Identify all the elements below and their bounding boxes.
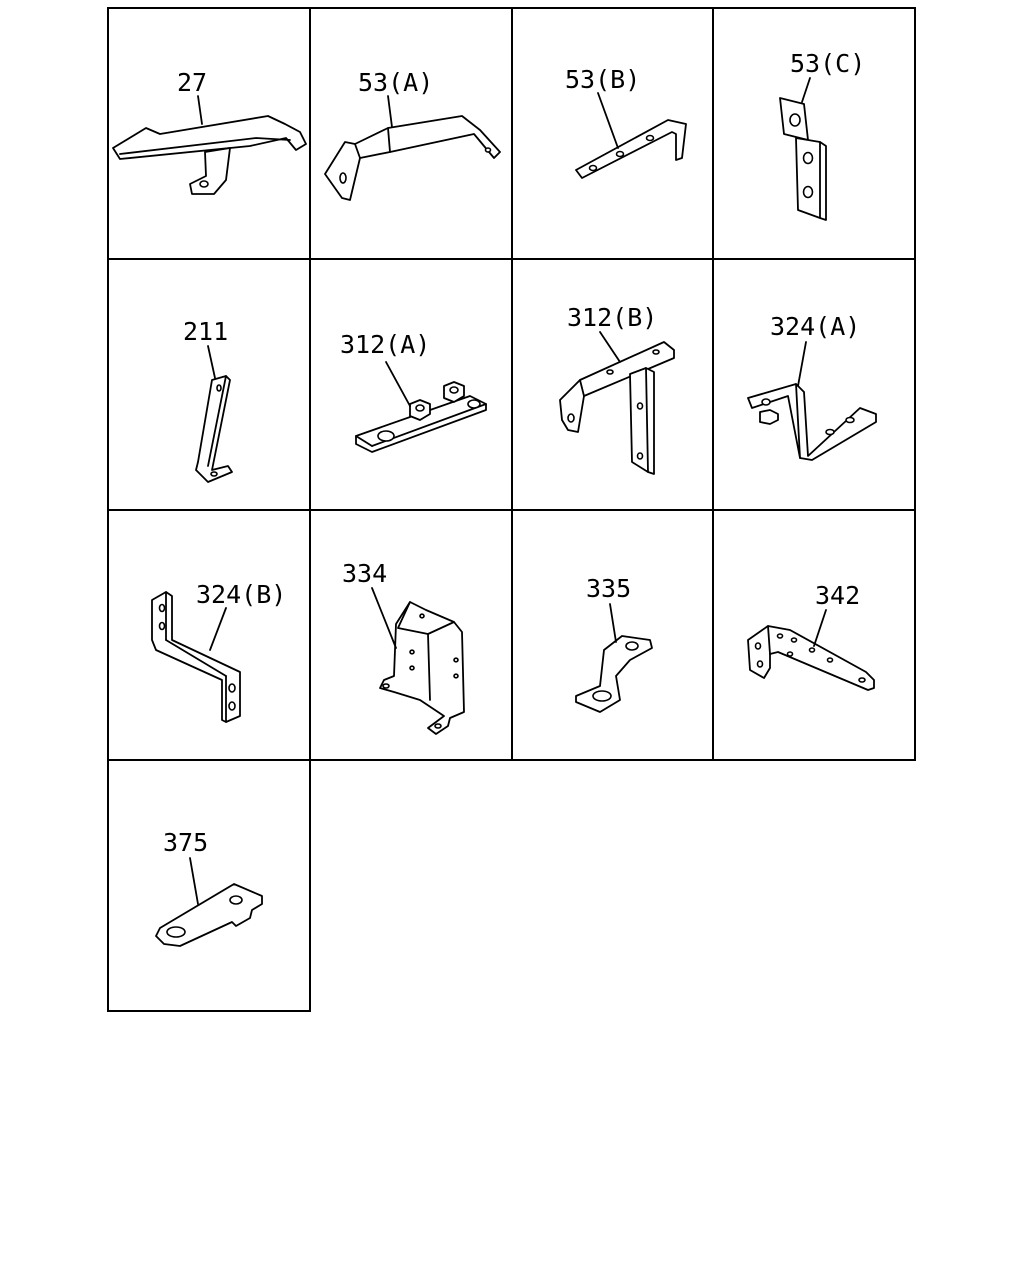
bracket-334-drawing <box>371 587 465 735</box>
part-cell-335: 335 <box>575 574 653 713</box>
bracket-211-drawing <box>195 345 233 483</box>
bracket-324B-drawing <box>151 591 241 723</box>
part-cell-211: 211 <box>183 317 233 483</box>
bracket-312B-drawing <box>559 331 675 475</box>
part-label-334: 334 <box>342 559 387 588</box>
bracket-53C-drawing <box>779 77 827 221</box>
bracket-312A-drawing <box>355 361 487 453</box>
part-cell-334: 334 <box>342 559 465 735</box>
part-cell-312A: 312(A) <box>340 330 487 453</box>
part-label-312B: 312(B) <box>567 303 657 332</box>
part-label-375: 375 <box>163 828 208 857</box>
grid <box>107 7 916 1012</box>
part-label-211: 211 <box>183 317 228 346</box>
part-cell-324A: 324(A) <box>747 312 877 461</box>
part-cell-53B: 53(B) <box>565 65 687 179</box>
part-cell-375: 375 <box>155 828 263 947</box>
part-cell-27: 27 <box>112 68 307 195</box>
part-cell-312B: 312(B) <box>559 303 675 475</box>
part-label-312A: 312(A) <box>340 330 430 359</box>
bracket-27-drawing <box>112 95 307 195</box>
bracket-375-drawing <box>155 857 263 947</box>
part-label-53B: 53(B) <box>565 65 640 94</box>
bracket-342-drawing <box>747 609 875 691</box>
part-label-324A: 324(A) <box>770 312 860 341</box>
part-label-335: 335 <box>586 574 631 603</box>
part-label-342: 342 <box>815 581 860 610</box>
part-label-324B: 324(B) <box>196 580 286 609</box>
bracket-324A-drawing <box>747 341 877 461</box>
bracket-53B-drawing <box>575 92 687 179</box>
part-label-53A: 53(A) <box>358 68 433 97</box>
part-cell-342: 342 <box>747 581 875 691</box>
bracket-335-drawing <box>575 603 653 713</box>
part-cell-324B: 324(B) <box>151 580 286 723</box>
part-label-27: 27 <box>177 68 207 97</box>
bracket-53A-drawing <box>324 95 501 201</box>
part-cell-53C: 53(C) <box>779 49 865 221</box>
part-cell-53A: 53(A) <box>324 68 501 201</box>
part-label-53C: 53(C) <box>790 49 865 78</box>
